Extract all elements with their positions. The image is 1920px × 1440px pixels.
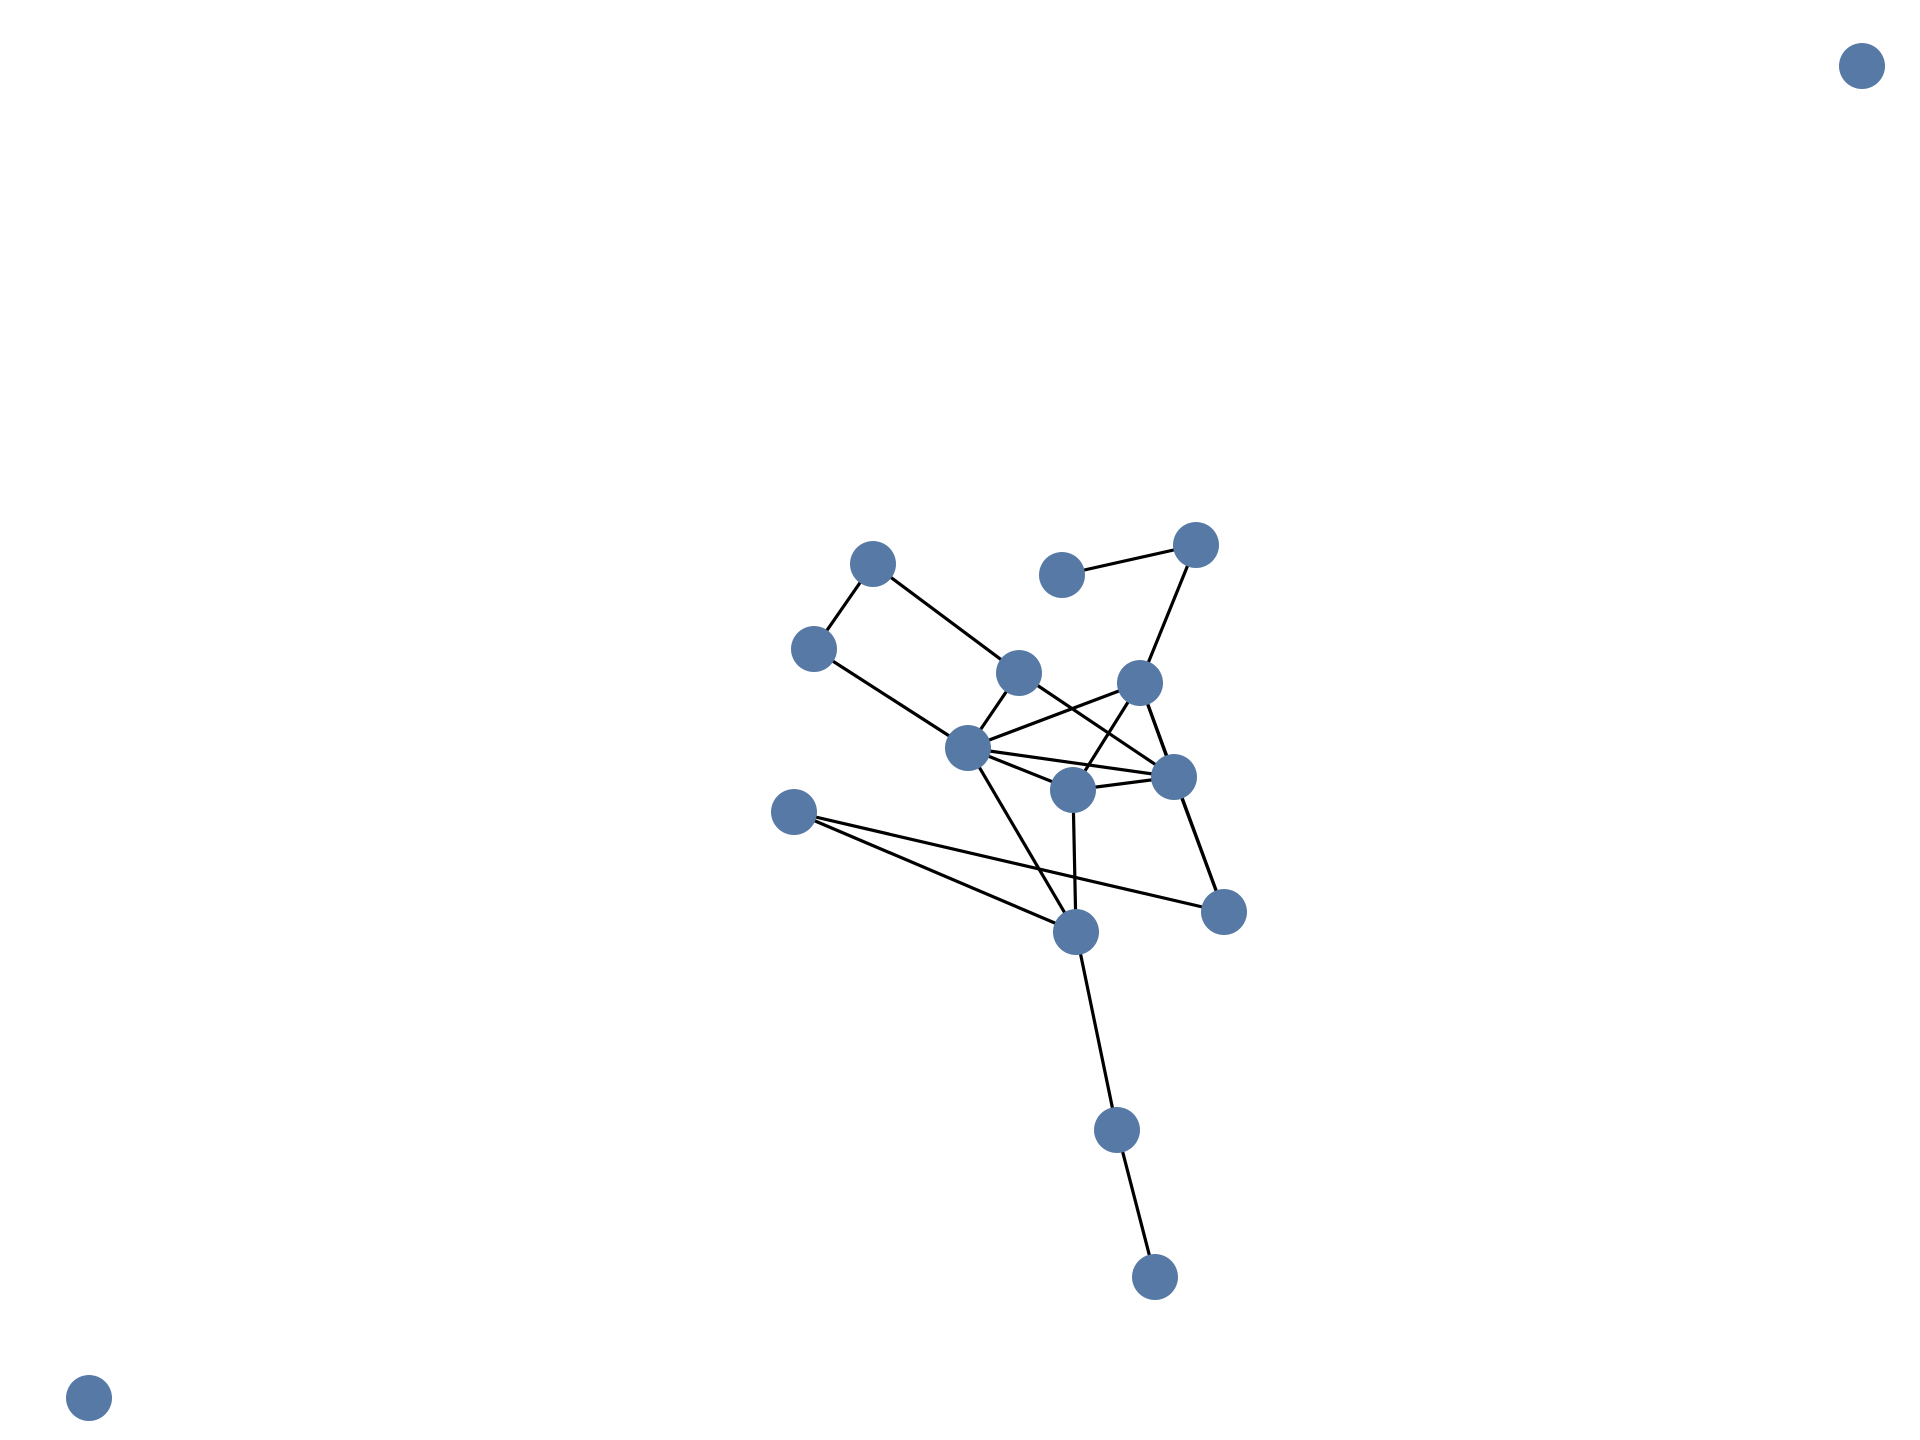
graph-node-n5 (791, 626, 837, 672)
edge-n8-n12 (966, 747, 1078, 933)
edge-n4-n7 (872, 562, 1020, 675)
nodes-layer (66, 43, 1885, 1421)
graph-node-n12 (1053, 909, 1099, 955)
edge-n7-n9 (1018, 671, 1175, 779)
edge-n3-n6 (1138, 544, 1198, 684)
graph-node-n7 (996, 650, 1042, 696)
edge-n11-n13 (793, 810, 1225, 914)
edge-n14-n15 (1115, 1129, 1157, 1278)
graph-node-n14 (1094, 1107, 1140, 1153)
edge-n6-n8 (967, 681, 1141, 750)
graph-node-n2 (1039, 552, 1085, 598)
edge-n9-n11 (1172, 776, 1226, 913)
edge-n10-n12 (1071, 789, 1078, 933)
edge-n5-n8 (813, 647, 969, 750)
graph-node-n15 (1132, 1254, 1178, 1300)
graph-node-n11 (1201, 889, 1247, 935)
graph-node-n1 (1839, 43, 1885, 89)
graph-node-n8 (945, 725, 991, 771)
graph-node-n6 (1117, 660, 1163, 706)
edge-n13-n12 (793, 810, 1077, 934)
graph-node-n4 (850, 541, 896, 587)
graph-node-n10 (1050, 767, 1096, 813)
graph-node-n16 (66, 1375, 112, 1421)
graph-node-n3 (1173, 522, 1219, 568)
graph-node-n9 (1151, 754, 1197, 800)
edge-n8-n9 (967, 746, 1175, 779)
graph-node-n13 (771, 789, 817, 835)
edge-n12-n14 (1074, 931, 1119, 1131)
